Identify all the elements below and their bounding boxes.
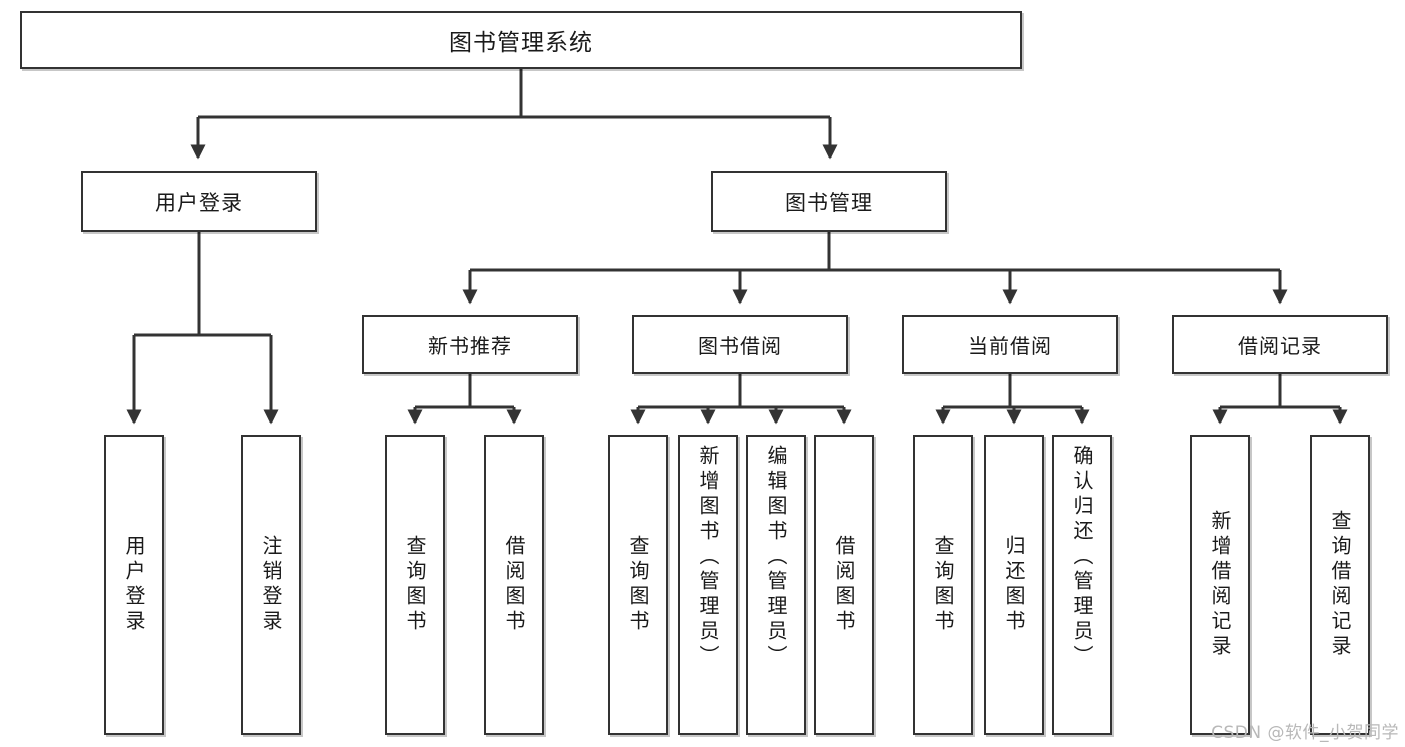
node-book-borrow[interactable]: 图书借阅	[632, 315, 848, 374]
leaf-node[interactable]: 查询图书	[608, 435, 668, 735]
leaf-node[interactable]: 注销登录	[241, 435, 301, 735]
leaf-label-wrap: 查询图书	[387, 437, 443, 733]
leaf-label-wrap: 借阅图书	[486, 437, 542, 733]
leaf-label-wrap: 确认归还（管理员）	[1054, 437, 1110, 733]
node-new-book-recommend[interactable]: 新书推荐	[362, 315, 578, 374]
node-label: 图书管理系统	[449, 30, 593, 56]
leaf-label-wrap: 注销登录	[243, 437, 299, 733]
node-label: 新书推荐	[428, 334, 512, 358]
leaf-label-wrap: 查询图书	[610, 437, 666, 733]
leaf-label: 查询图书	[403, 535, 427, 635]
leaf-node[interactable]: 新增图书（管理员）	[678, 435, 738, 735]
leaf-node[interactable]: 查询图书	[385, 435, 445, 735]
leaf-label-wrap: 查询借阅记录	[1312, 437, 1368, 733]
leaf-label: 新增图书（管理员）	[696, 445, 720, 670]
leaf-label: 注销登录	[259, 535, 283, 635]
leaf-label: 用户登录	[122, 535, 146, 635]
leaf-node[interactable]: 确认归还（管理员）	[1052, 435, 1112, 735]
leaf-label: 确认归还（管理员）	[1070, 445, 1094, 670]
leaf-node[interactable]: 新增借阅记录	[1190, 435, 1250, 735]
leaf-label-wrap: 归还图书	[986, 437, 1042, 733]
node-label: 借阅记录	[1238, 334, 1322, 358]
leaf-label: 查询借阅记录	[1328, 510, 1352, 660]
node-label: 用户登录	[155, 190, 243, 215]
leaf-label: 查询图书	[931, 535, 955, 635]
leaf-node[interactable]: 编辑图书（管理员）	[746, 435, 806, 735]
node-root-system[interactable]: 图书管理系统	[20, 11, 1022, 69]
leaf-node[interactable]: 归还图书	[984, 435, 1044, 735]
node-label: 图书管理	[785, 190, 873, 215]
leaf-label-wrap: 借阅图书	[816, 437, 872, 733]
leaf-node[interactable]: 查询借阅记录	[1310, 435, 1370, 735]
node-borrow-records[interactable]: 借阅记录	[1172, 315, 1388, 374]
leaf-label: 编辑图书（管理员）	[764, 445, 788, 670]
leaf-label: 新增借阅记录	[1208, 510, 1232, 660]
node-book-management[interactable]: 图书管理	[711, 171, 947, 232]
leaf-node[interactable]: 借阅图书	[814, 435, 874, 735]
watermark: CSDN @软件_小贺同学	[1211, 723, 1399, 743]
node-current-borrow[interactable]: 当前借阅	[902, 315, 1118, 374]
leaf-node[interactable]: 用户登录	[104, 435, 164, 735]
node-label: 图书借阅	[698, 334, 782, 358]
leaf-label-wrap: 编辑图书（管理员）	[748, 437, 804, 733]
leaf-label: 借阅图书	[502, 535, 526, 635]
leaf-node[interactable]: 借阅图书	[484, 435, 544, 735]
node-user-login[interactable]: 用户登录	[81, 171, 317, 232]
leaf-label: 查询图书	[626, 535, 650, 635]
leaf-label: 借阅图书	[832, 535, 856, 635]
leaf-label-wrap: 新增借阅记录	[1192, 437, 1248, 733]
leaf-node[interactable]: 查询图书	[913, 435, 973, 735]
leaf-label-wrap: 查询图书	[915, 437, 971, 733]
node-label: 当前借阅	[968, 334, 1052, 358]
leaf-label-wrap: 新增图书（管理员）	[680, 437, 736, 733]
leaf-label-wrap: 用户登录	[106, 437, 162, 733]
leaf-label: 归还图书	[1002, 535, 1026, 635]
